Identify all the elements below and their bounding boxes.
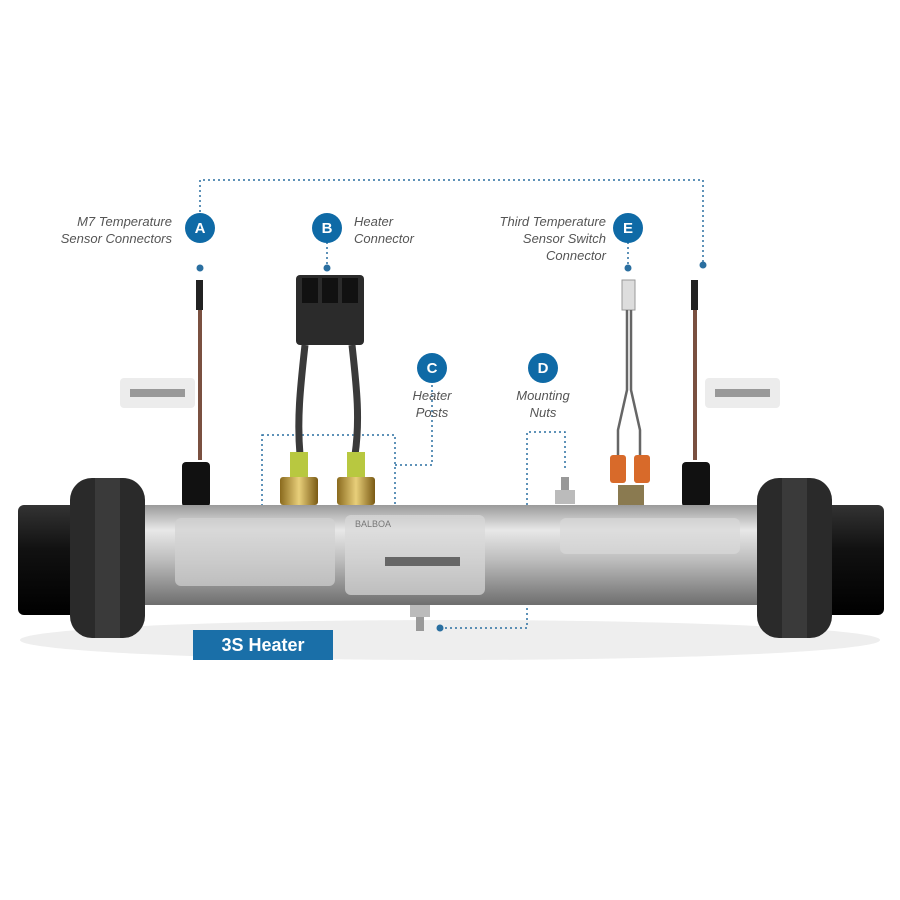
- third-sensor-switch: [610, 279, 650, 505]
- label-line: Connector: [546, 248, 606, 263]
- product-tag: 3S Heater: [193, 630, 333, 660]
- label-line: Connector: [354, 231, 414, 246]
- callout-badge-d: D: [528, 353, 558, 383]
- callout-label-a: M7 Temperature Sensor Connectors: [61, 213, 172, 247]
- callout-badge-c: C: [417, 353, 447, 383]
- callout-dot: [323, 264, 331, 272]
- label-line: Heater: [354, 214, 394, 229]
- callout-badge-e: E: [613, 213, 643, 243]
- callout-dot: [624, 264, 632, 272]
- callout-dot: [699, 261, 707, 269]
- mounting-nut: [410, 477, 575, 631]
- label-line: Third Temperature: [499, 214, 606, 229]
- shadow: [20, 620, 880, 660]
- callout-badge-a: A: [185, 213, 215, 243]
- temperature-sensor-left: [120, 280, 210, 507]
- label-line: Sensor Switch: [522, 231, 606, 246]
- label-line: Nuts: [529, 405, 557, 420]
- callout-label-e: Third Temperature Sensor Switch Connecto…: [500, 213, 606, 264]
- callout-lines: [199, 179, 704, 629]
- callout-label-c: Heater Posts: [402, 387, 462, 421]
- callout-label-b: Heater Connector: [354, 213, 414, 247]
- warning-label: [175, 518, 335, 586]
- label-line: Mounting: [516, 388, 570, 403]
- left-union: [18, 478, 145, 638]
- label-line: M7 Temperature: [77, 214, 172, 229]
- callout-dot: [196, 264, 204, 272]
- temperature-sensor-right: [682, 280, 780, 507]
- brand-label: BALBOA: [355, 519, 392, 529]
- heater-connector: [280, 275, 375, 505]
- label-line: Sensor Connectors: [60, 231, 172, 246]
- callout-dot: [436, 624, 444, 632]
- label-line: Posts: [415, 405, 449, 420]
- info-label: [560, 518, 740, 554]
- right-union: [757, 478, 884, 638]
- rating-label: [345, 515, 485, 595]
- callout-label-d: Mounting Nuts: [508, 387, 578, 421]
- callout-badge-b: B: [312, 213, 342, 243]
- label-line: Heater: [412, 388, 452, 403]
